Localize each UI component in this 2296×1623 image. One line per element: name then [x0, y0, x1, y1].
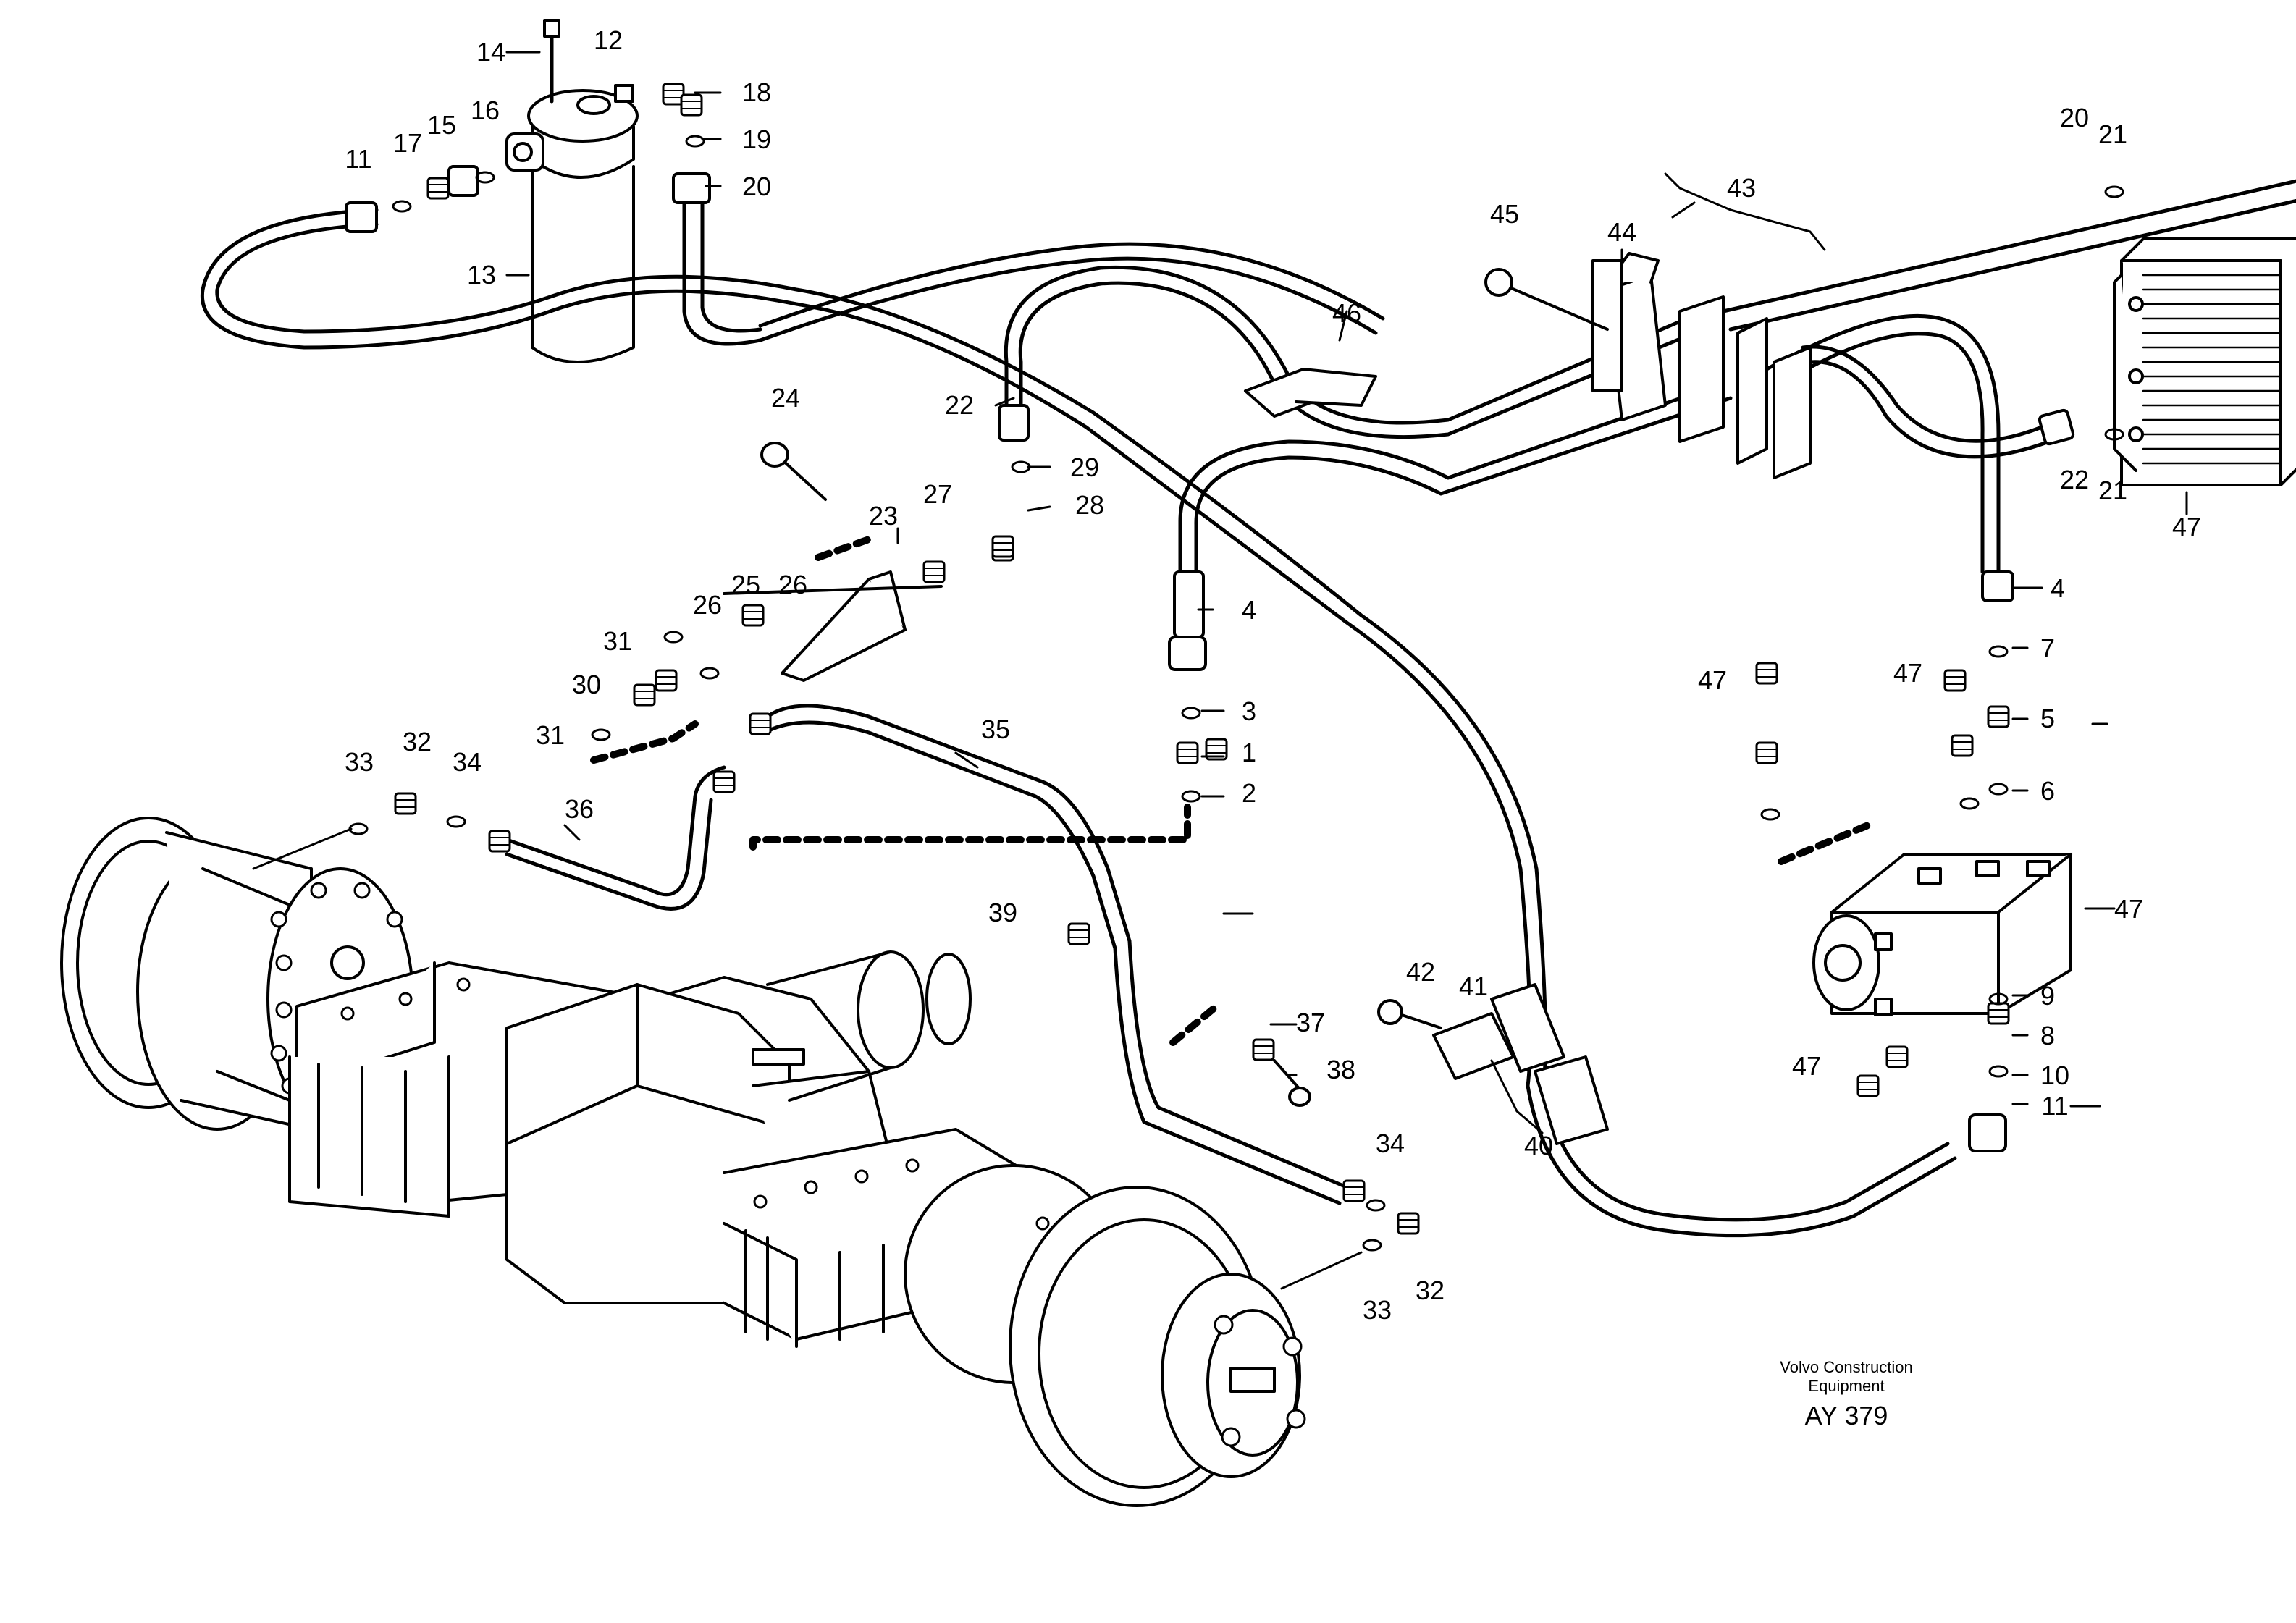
axle-assembly — [60, 817, 1306, 1507]
callout-21: 21 — [2098, 119, 2127, 149]
callout-18: 18 — [742, 77, 771, 107]
callout-38: 38 — [1326, 1055, 1355, 1084]
callout-14: 14 — [476, 37, 505, 67]
callout-11: 11 — [2041, 1091, 2068, 1121]
callout-10: 10 — [2040, 1061, 2069, 1090]
callout-34: 34 — [453, 747, 482, 777]
callout-4b: 4 — [2051, 573, 2065, 603]
callout-47: 47 — [2172, 512, 2201, 541]
callout-42: 42 — [1406, 957, 1435, 987]
callout-12: 12 — [594, 25, 623, 55]
callout-31: 31 — [603, 626, 632, 656]
callout-15: 15 — [427, 110, 456, 140]
callout-17: 17 — [393, 128, 422, 158]
callout-8: 8 — [2040, 1021, 2055, 1050]
callout-25: 25 — [731, 570, 760, 599]
callout-22: 22 — [945, 390, 974, 420]
callout-21b: 21 — [2098, 476, 2127, 505]
oil-cooler — [2113, 237, 2296, 486]
caption-company-line2: Equipment — [1808, 1377, 1885, 1395]
hose-fittings — [345, 165, 2075, 1152]
callout-41: 41 — [1459, 971, 1488, 1001]
callout-19: 19 — [742, 125, 771, 154]
valve-block — [1812, 853, 2072, 1016]
callout-32: 32 — [403, 727, 432, 756]
callout-47e: 47 — [1792, 1051, 1821, 1081]
clamp-brackets — [1244, 252, 1812, 1145]
callout-23: 23 — [869, 501, 898, 531]
callout-33: 33 — [345, 747, 374, 777]
callout-47c: 47 — [1893, 658, 1922, 688]
callout-7: 7 — [2040, 633, 2055, 663]
callout-37: 37 — [1296, 1008, 1325, 1037]
callout-13: 13 — [467, 260, 496, 290]
callout-30: 30 — [572, 670, 601, 699]
callout-6: 6 — [2040, 776, 2055, 806]
caption-block: Volvo Construction Equipment AY 379 — [1738, 1358, 1955, 1432]
callout-29: 29 — [1070, 452, 1099, 482]
leader-lines — [252, 51, 2188, 1290]
hydraulic-hoses — [200, 179, 2296, 1238]
callout-31b: 31 — [536, 720, 565, 750]
callout-47b: 47 — [1698, 665, 1727, 695]
callout-47d: 47 — [2114, 894, 2143, 924]
bracket-23 — [723, 570, 943, 682]
dashed-links — [590, 536, 1872, 1046]
callout-27: 27 — [923, 479, 952, 509]
callout-16: 16 — [471, 96, 500, 125]
callout-4: 4 — [1242, 595, 1256, 625]
callout-2: 2 — [1242, 778, 1256, 808]
filter-canister — [505, 19, 639, 363]
callout-3: 3 — [1242, 696, 1256, 726]
callout-26b: 26 — [693, 590, 722, 620]
callout-20: 20 — [742, 172, 771, 201]
callout-1: 1 — [1242, 738, 1256, 767]
callout-36: 36 — [565, 794, 594, 824]
callout-24: 24 — [771, 383, 800, 413]
callout-9: 9 — [2040, 981, 2055, 1011]
callout-26: 26 — [778, 570, 807, 599]
callout-35: 35 — [981, 714, 1010, 744]
callout-5: 5 — [2040, 704, 2055, 733]
callout-labels: 1 2 3 4 4 5 6 7 8 9 10 11 11 12 13 14 15… — [345, 25, 2201, 1325]
callout-46: 46 — [1332, 298, 1361, 328]
callout-40: 40 — [1524, 1131, 1553, 1160]
callout-33b: 33 — [1363, 1295, 1392, 1325]
callout-34b: 34 — [1376, 1129, 1405, 1158]
drawing-code: AY 379 — [1804, 1401, 1888, 1430]
bolts — [760, 268, 1609, 1107]
callout-28: 28 — [1075, 490, 1104, 520]
callout-20b: 20 — [2060, 103, 2089, 132]
callout-44: 44 — [1607, 217, 1636, 247]
callout-39: 39 — [988, 898, 1017, 927]
callout-22b: 22 — [2060, 465, 2089, 494]
callout-43: 43 — [1727, 173, 1756, 203]
callout-45: 45 — [1490, 199, 1519, 229]
caption-company: Volvo Construction — [1780, 1358, 1913, 1376]
callout-32b: 32 — [1416, 1276, 1445, 1305]
callout-11b: 11 — [345, 144, 371, 174]
